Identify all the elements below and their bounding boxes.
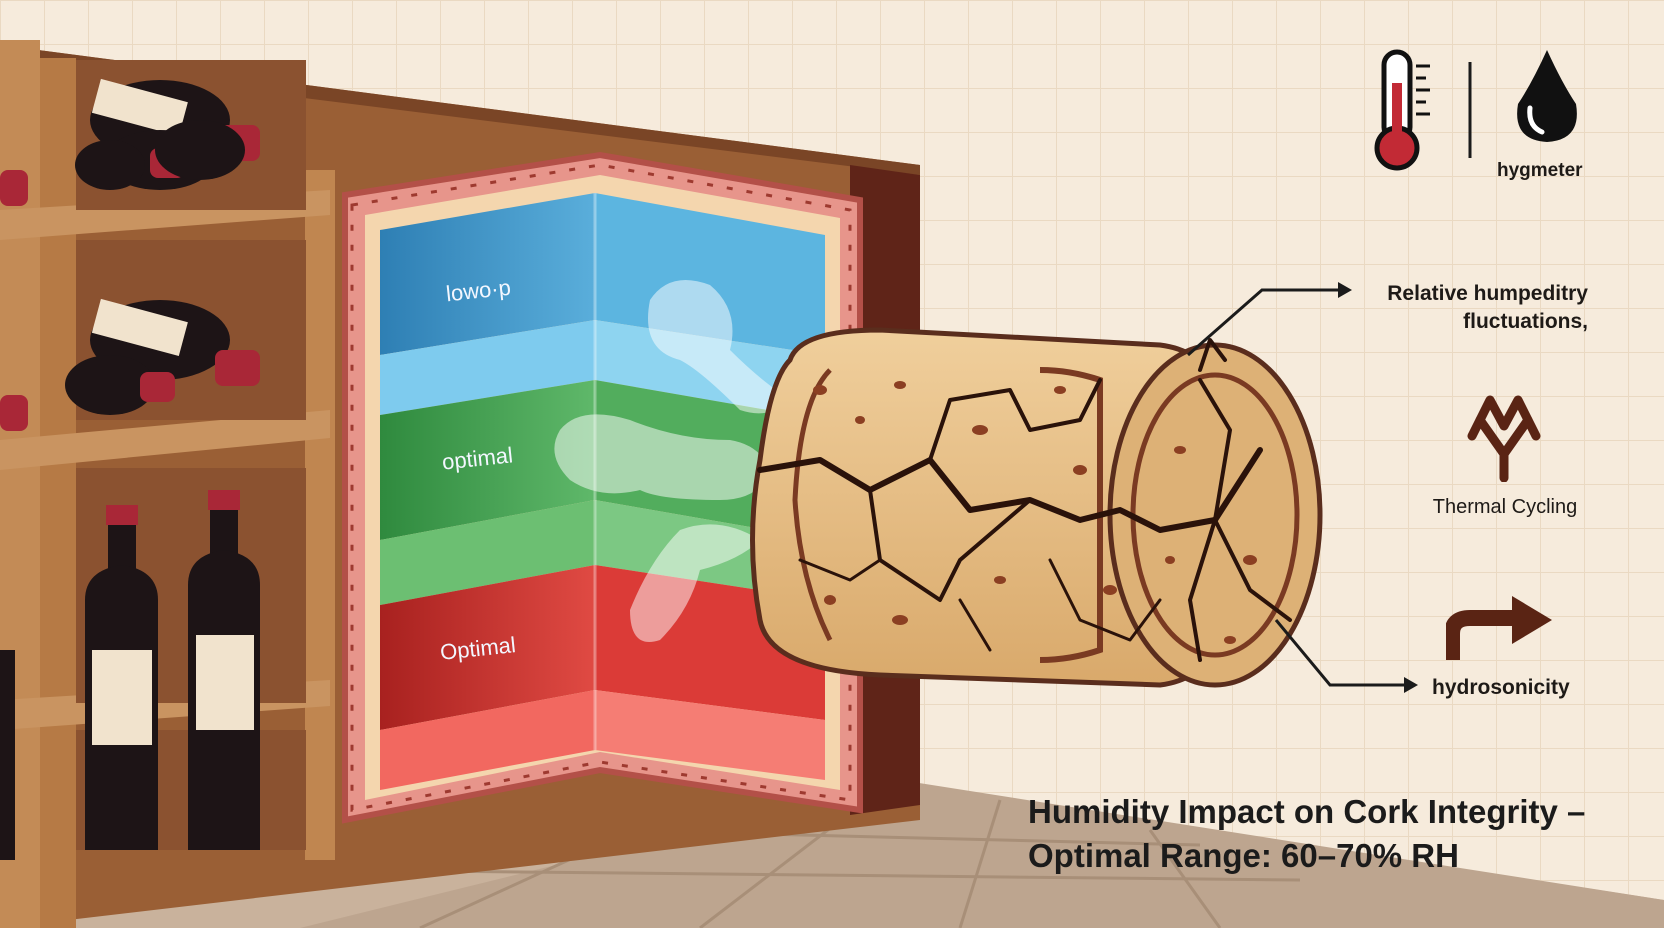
thermometer-icon	[1374, 49, 1430, 171]
hydrosonicity-label: hydrosonicity	[1432, 676, 1570, 699]
pointer-arrows	[1187, 282, 1418, 693]
relative-humidity-label: Relative humpeditry fluctuations,	[1387, 282, 1588, 333]
thermal-cycling-icon	[1467, 395, 1541, 482]
vapor-wisps	[554, 280, 790, 642]
diagram-title: Humidity Impact on Cork Integrity – Opti…	[1028, 790, 1648, 878]
thermal-cycling-label: Thermal Cycling	[1432, 496, 1578, 518]
title-line-1: Humidity Impact on Cork Integrity –	[1028, 793, 1586, 830]
cork	[750, 327, 1323, 688]
title-line-2: Optimal Range: 60–70% RH	[1028, 837, 1459, 874]
hygrometer-label: hygmeter	[1497, 160, 1583, 181]
curved-arrow-icon	[1446, 596, 1552, 660]
water-drop-icon	[1517, 50, 1577, 142]
